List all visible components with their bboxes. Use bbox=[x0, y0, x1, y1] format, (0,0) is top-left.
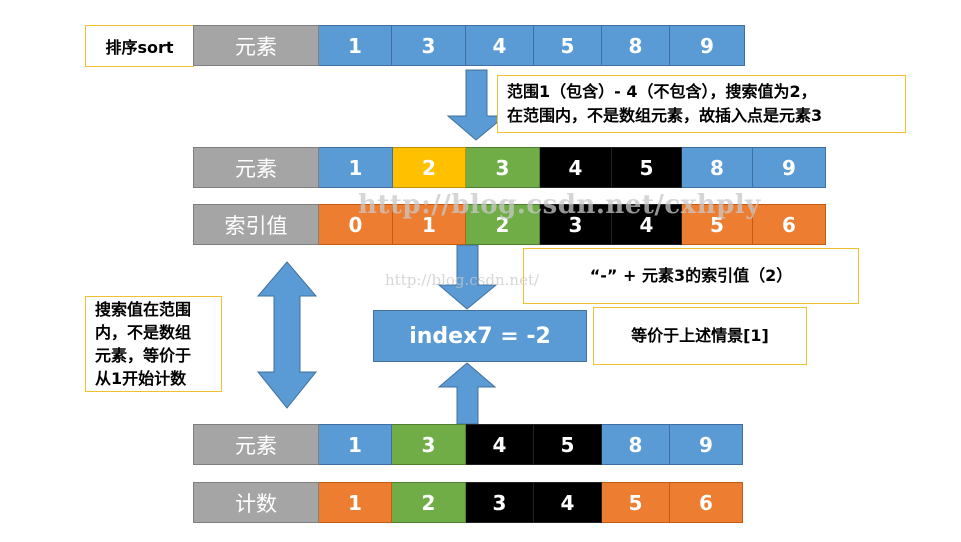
note-left-line1: 搜索值在范围 bbox=[95, 300, 192, 319]
index-cell-4: 4 bbox=[612, 204, 682, 245]
sort-label-box: 排序sort bbox=[85, 25, 194, 67]
top-elements-header: 元素 bbox=[193, 25, 319, 66]
sort-label: 排序sort bbox=[105, 38, 174, 57]
mid-elements-row: 元素 1 2 3 4 5 8 9 bbox=[193, 147, 826, 188]
count-cell-1: 2 bbox=[392, 482, 466, 523]
index-cell-2: 2 bbox=[466, 204, 540, 245]
index-cell-5: 5 bbox=[682, 204, 753, 245]
index-cell-3: 3 bbox=[540, 204, 612, 245]
mid-cell-5: 8 bbox=[682, 147, 753, 188]
bottom-elements-row: 元素 1 3 4 5 8 9 bbox=[193, 424, 743, 465]
watermark-large: http://blog.csdn.net/cxhply bbox=[358, 190, 761, 220]
bottom-cell-2: 4 bbox=[466, 424, 534, 465]
bottom-cell-5: 9 bbox=[670, 424, 743, 465]
mid-cell-3: 4 bbox=[540, 147, 612, 188]
count-cell-4: 5 bbox=[602, 482, 670, 523]
note-range-explanation: 范围1（包含）- 4（不包含），搜索值为2， 在范围内，不是数组元素，故插入点是… bbox=[497, 75, 906, 133]
top-elements-row: 元素 1 3 4 5 8 9 bbox=[193, 25, 745, 66]
bottom-cell-3: 5 bbox=[534, 424, 602, 465]
count-cell-0: 1 bbox=[319, 482, 392, 523]
watermark-small: http://blog.csdn.net/ bbox=[385, 271, 540, 289]
note-left-line2: 内，不是数组 bbox=[95, 323, 192, 342]
top-cell-3: 5 bbox=[534, 25, 602, 66]
down-arrow-top bbox=[446, 69, 507, 141]
top-cell-0: 1 bbox=[319, 25, 392, 66]
mid-elements-header: 元素 bbox=[193, 147, 319, 188]
top-cell-2: 4 bbox=[466, 25, 534, 66]
note-left-line4: 从1开始计数 bbox=[95, 369, 187, 388]
note-left-explanation: 搜索值在范围 内，不是数组 元素，等价于 从1开始计数 bbox=[85, 296, 222, 392]
index-cell-1: 1 bbox=[393, 204, 466, 245]
up-arrow-bottom bbox=[437, 362, 497, 425]
note-range-line1: 范围1（包含）- 4（不包含），搜索值为2， bbox=[507, 82, 817, 101]
top-cell-5: 9 bbox=[670, 25, 745, 66]
result-box: index7 = -2 bbox=[373, 310, 587, 362]
note-equivalent-text: 等价于上述情景[1] bbox=[631, 326, 769, 345]
index-cell-6: 6 bbox=[753, 204, 826, 245]
count-cell-2: 3 bbox=[466, 482, 534, 523]
note-left-line3: 元素，等价于 bbox=[95, 346, 192, 365]
top-cell-4: 8 bbox=[602, 25, 670, 66]
count-cell-3: 4 bbox=[534, 482, 602, 523]
bottom-count-row: 计数 1 2 3 4 5 6 bbox=[193, 482, 743, 523]
bottom-count-header: 计数 bbox=[193, 482, 319, 523]
index-cell-0: 0 bbox=[319, 204, 393, 245]
double-arrow-left bbox=[256, 261, 318, 409]
note-equivalent: 等价于上述情景[1] bbox=[593, 307, 807, 365]
note-range-line2: 在范围内，不是数组元素，故插入点是元素3 bbox=[507, 106, 823, 125]
bottom-elements-header: 元素 bbox=[193, 424, 319, 465]
mid-index-row: 索引值 0 1 2 3 4 5 6 bbox=[193, 204, 826, 245]
mid-cell-2: 3 bbox=[466, 147, 540, 188]
mid-cell-1: 2 bbox=[393, 147, 466, 188]
mid-cell-6: 9 bbox=[753, 147, 826, 188]
mid-cell-4: 5 bbox=[612, 147, 682, 188]
note-formula: “-” + 元素3的索引值（2） bbox=[523, 248, 859, 304]
down-arrow-mid bbox=[437, 244, 498, 310]
mid-index-header: 索引值 bbox=[193, 204, 319, 245]
result-text: index7 = -2 bbox=[409, 323, 551, 349]
top-cell-1: 3 bbox=[392, 25, 466, 66]
bottom-cell-0: 1 bbox=[319, 424, 392, 465]
bottom-cell-1: 3 bbox=[392, 424, 466, 465]
bottom-cell-4: 8 bbox=[602, 424, 670, 465]
note-formula-text: “-” + 元素3的索引值（2） bbox=[589, 266, 793, 285]
mid-cell-0: 1 bbox=[319, 147, 393, 188]
count-cell-5: 6 bbox=[670, 482, 743, 523]
